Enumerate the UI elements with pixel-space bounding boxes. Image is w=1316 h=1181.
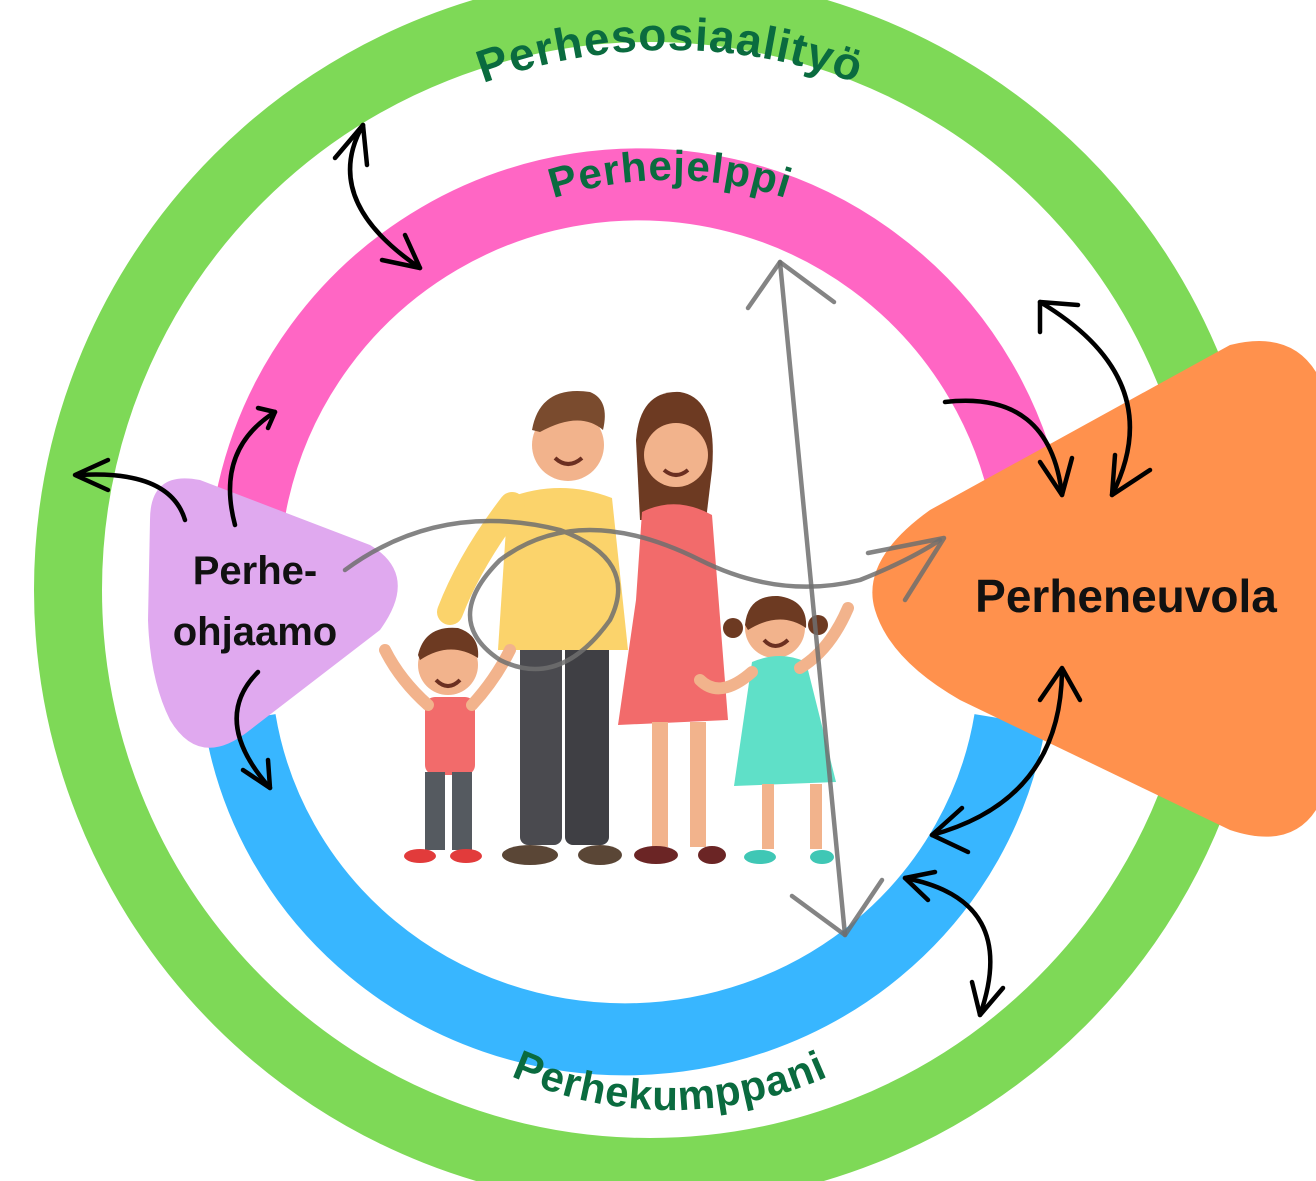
node-perheneuvola-shape xyxy=(872,341,1316,837)
black-connector-arrows xyxy=(72,122,1153,1018)
arrow-neuvola-to-blue xyxy=(929,669,1065,838)
node-perheneuvola-label: Perheneuvola xyxy=(975,570,1277,622)
arrow-ohjaamo-down xyxy=(234,669,273,791)
arrowhead-ohjaamo-left xyxy=(72,457,111,493)
arrow-ohjaamo-left xyxy=(77,472,188,523)
arrow-pink-to-neuvola xyxy=(942,398,1065,498)
node-perhe-ohjaamo-line1: Perhe- xyxy=(193,549,318,593)
arrowhead-neuvola-to-blue-top xyxy=(1037,665,1083,703)
ring-perhekumppani xyxy=(204,714,1046,1076)
arrow-ohjaamo-up xyxy=(227,409,278,528)
arrowhead-neuvola-to-blue-bottom xyxy=(929,805,971,855)
grey-arrowhead-bottom xyxy=(789,877,885,938)
arrowhead-outer-to-neuvola-bottom xyxy=(1109,452,1153,498)
arrowhead-blue-to-outer-top xyxy=(902,869,938,903)
grey-loop-arrow xyxy=(342,518,943,672)
arrowhead-blue-to-outer-bottom xyxy=(969,979,1006,1018)
arrow-outer-to-neuvola xyxy=(1037,299,1133,498)
grey-arrowhead-top xyxy=(745,259,837,311)
arrowhead-pink-to-neuvola xyxy=(1037,455,1075,498)
arrowhead-ohjaamo-down xyxy=(240,757,273,791)
arrow-outer-to-pink xyxy=(347,122,423,271)
node-perhe-ohjaamo-line2: ohjaamo xyxy=(173,610,337,654)
father-figure xyxy=(437,391,628,865)
arrowhead-outer-to-pink-top xyxy=(332,122,370,168)
girl-figure xyxy=(694,595,854,864)
arrowhead-outer-to-pink-bottom xyxy=(379,232,423,271)
family-illustration xyxy=(379,391,854,865)
ring-perhejelppi xyxy=(207,148,1066,646)
grey-loop-arrowhead xyxy=(865,535,947,603)
arrowhead-outer-to-neuvola-top xyxy=(1037,299,1081,335)
arrow-blue-to-outer xyxy=(902,875,993,1018)
mother-figure xyxy=(618,391,728,864)
grey-connector-arrows xyxy=(342,259,947,938)
arrowhead-ohjaamo-up xyxy=(255,405,278,431)
grey-double-arrow-vertical xyxy=(777,259,848,938)
boy-figure xyxy=(379,627,516,863)
node-perhe-ohjaamo-shape xyxy=(148,478,398,748)
